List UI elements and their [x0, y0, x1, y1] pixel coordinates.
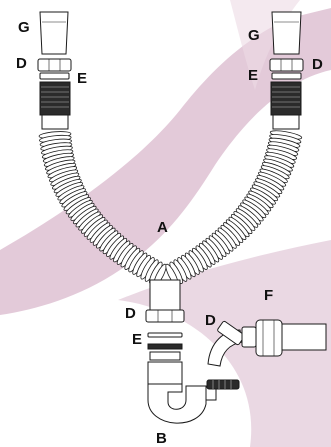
wall-connector: [241, 319, 327, 357]
right-washer: [270, 72, 302, 130]
label-e-left: E: [77, 70, 87, 87]
label-d-side: D: [205, 312, 216, 329]
label-b: B: [156, 430, 167, 447]
label-a: A: [157, 219, 168, 236]
lower-washer: [147, 332, 183, 361]
label-g-right: G: [248, 27, 260, 44]
trap-bend: [147, 361, 217, 424]
label-g-left: G: [18, 19, 30, 36]
right-nut: [269, 58, 304, 72]
part-labels: G G D D E E A D D F E B: [16, 19, 323, 447]
label-d-left: D: [16, 55, 27, 72]
label-d-right: D: [312, 56, 323, 73]
label-e-right: E: [248, 67, 258, 84]
outlet-pipe: [149, 279, 181, 311]
left-washer: [39, 72, 71, 130]
label-d-lower: D: [125, 305, 136, 322]
right-tailpiece: [271, 11, 302, 55]
lower-nut: [145, 309, 185, 323]
trap-outlet-thread: [206, 379, 240, 390]
left-tailpiece: [39, 11, 69, 55]
label-f: F: [264, 287, 273, 304]
label-e-lower: E: [132, 331, 142, 348]
left-nut: [37, 58, 72, 72]
